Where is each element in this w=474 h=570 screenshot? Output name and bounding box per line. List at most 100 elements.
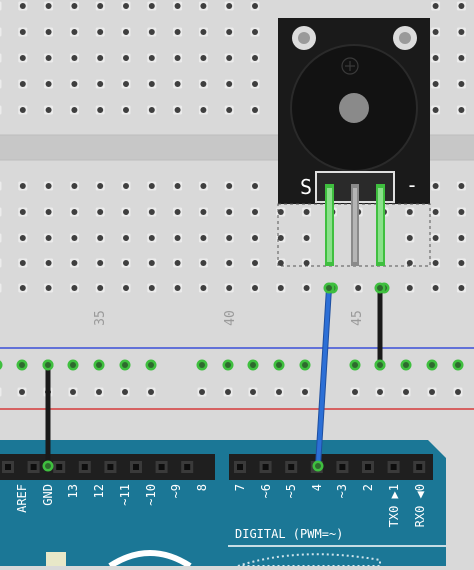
rail-hole[interactable] (67, 359, 79, 371)
breadboard-hole[interactable] (18, 283, 28, 293)
breadboard-hole[interactable] (250, 283, 260, 293)
header-pin[interactable] (387, 461, 400, 473)
rail-hole[interactable] (119, 359, 131, 371)
breadboard-hole[interactable] (0, 79, 2, 89)
header-pin[interactable] (285, 461, 298, 473)
rail-hole[interactable] (453, 387, 463, 397)
breadboard-hole[interactable] (69, 105, 79, 115)
breadboard-hole[interactable] (250, 233, 260, 243)
breadboard-hole[interactable] (69, 207, 79, 217)
breadboard-hole[interactable] (18, 27, 28, 37)
breadboard-hole[interactable] (431, 258, 441, 268)
breadboard-hole[interactable] (456, 181, 466, 191)
breadboard-hole[interactable] (147, 53, 157, 63)
breadboard-hole[interactable] (456, 105, 466, 115)
breadboard-hole[interactable] (250, 79, 260, 89)
breadboard-hole[interactable] (44, 79, 54, 89)
breadboard-hole[interactable] (198, 258, 208, 268)
breadboard-hole[interactable] (276, 258, 286, 268)
breadboard-hole[interactable] (0, 283, 2, 293)
breadboard-hole[interactable] (44, 1, 54, 11)
header-pin[interactable] (155, 461, 168, 473)
breadboard-hole[interactable] (173, 27, 183, 37)
breadboard-hole[interactable] (198, 283, 208, 293)
breadboard-hole[interactable] (0, 233, 2, 243)
breadboard-hole[interactable] (224, 27, 234, 37)
breadboard-hole[interactable] (198, 181, 208, 191)
rail-hole[interactable] (400, 359, 412, 371)
breadboard-hole[interactable] (276, 207, 286, 217)
breadboard-hole[interactable] (431, 53, 441, 63)
breadboard-hole[interactable] (69, 258, 79, 268)
breadboard-hole[interactable] (198, 1, 208, 11)
breadboard-hole[interactable] (0, 53, 2, 63)
breadboard-hole[interactable] (431, 283, 441, 293)
header-pin[interactable] (2, 461, 14, 473)
wire-end[interactable] (312, 460, 324, 472)
rail-hole[interactable] (93, 359, 105, 371)
breadboard-hole[interactable] (44, 105, 54, 115)
rail-hole[interactable] (273, 359, 285, 371)
wire-end[interactable] (374, 282, 386, 294)
breadboard-hole[interactable] (121, 283, 131, 293)
breadboard-hole[interactable] (456, 258, 466, 268)
breadboard-hole[interactable] (456, 233, 466, 243)
rail-hole[interactable] (452, 359, 464, 371)
breadboard-hole[interactable] (18, 79, 28, 89)
breadboard-hole[interactable] (173, 258, 183, 268)
breadboard-hole[interactable] (95, 1, 105, 11)
rail-hole[interactable] (0, 360, 3, 371)
breadboard-hole[interactable] (95, 233, 105, 243)
header-pin[interactable] (104, 461, 117, 473)
breadboard-hole[interactable] (456, 79, 466, 89)
breadboard-hole[interactable] (173, 181, 183, 191)
breadboard-hole[interactable] (198, 233, 208, 243)
breadboard-hole[interactable] (405, 283, 415, 293)
rail-hole[interactable] (0, 387, 2, 397)
breadboard-hole[interactable] (276, 233, 286, 243)
breadboard-hole[interactable] (224, 105, 234, 115)
breadboard-hole[interactable] (18, 1, 28, 11)
breadboard-hole[interactable] (456, 27, 466, 37)
breadboard-hole[interactable] (198, 27, 208, 37)
header-pin[interactable] (27, 461, 40, 473)
breadboard-hole[interactable] (147, 1, 157, 11)
breadboard-hole[interactable] (224, 283, 234, 293)
breadboard-hole[interactable] (95, 258, 105, 268)
breadboard-hole[interactable] (121, 79, 131, 89)
breadboard-hole[interactable] (95, 207, 105, 217)
breadboard-hole[interactable] (0, 27, 2, 37)
breadboard-hole[interactable] (0, 105, 2, 115)
rail-hole[interactable] (146, 387, 156, 397)
breadboard-hole[interactable] (173, 105, 183, 115)
breadboard-hole[interactable] (18, 233, 28, 243)
breadboard-hole[interactable] (302, 283, 312, 293)
breadboard-hole[interactable] (69, 283, 79, 293)
wire-end[interactable] (42, 359, 54, 371)
breadboard-hole[interactable] (431, 105, 441, 115)
breadboard-hole[interactable] (69, 79, 79, 89)
breadboard-hole[interactable] (173, 283, 183, 293)
breadboard-hole[interactable] (44, 233, 54, 243)
breadboard-hole[interactable] (147, 258, 157, 268)
breadboard-hole[interactable] (69, 27, 79, 37)
breadboard-hole[interactable] (431, 27, 441, 37)
breadboard-hole[interactable] (18, 105, 28, 115)
breadboard-hole[interactable] (18, 258, 28, 268)
breadboard-hole[interactable] (456, 53, 466, 63)
breadboard-hole[interactable] (250, 27, 260, 37)
breadboard-hole[interactable] (95, 79, 105, 89)
rail-hole[interactable] (68, 387, 78, 397)
breadboard-hole[interactable] (0, 207, 2, 217)
breadboard-hole[interactable] (198, 79, 208, 89)
rail-hole[interactable] (427, 387, 437, 397)
breadboard-hole[interactable] (69, 233, 79, 243)
breadboard-hole[interactable] (44, 207, 54, 217)
breadboard-hole[interactable] (431, 1, 441, 11)
header-pin[interactable] (53, 461, 66, 473)
rail-hole[interactable] (197, 387, 207, 397)
buzzer-module[interactable]: S - (277, 18, 431, 267)
breadboard-hole[interactable] (250, 1, 260, 11)
breadboard-hole[interactable] (276, 283, 286, 293)
rail-hole[interactable] (223, 387, 233, 397)
